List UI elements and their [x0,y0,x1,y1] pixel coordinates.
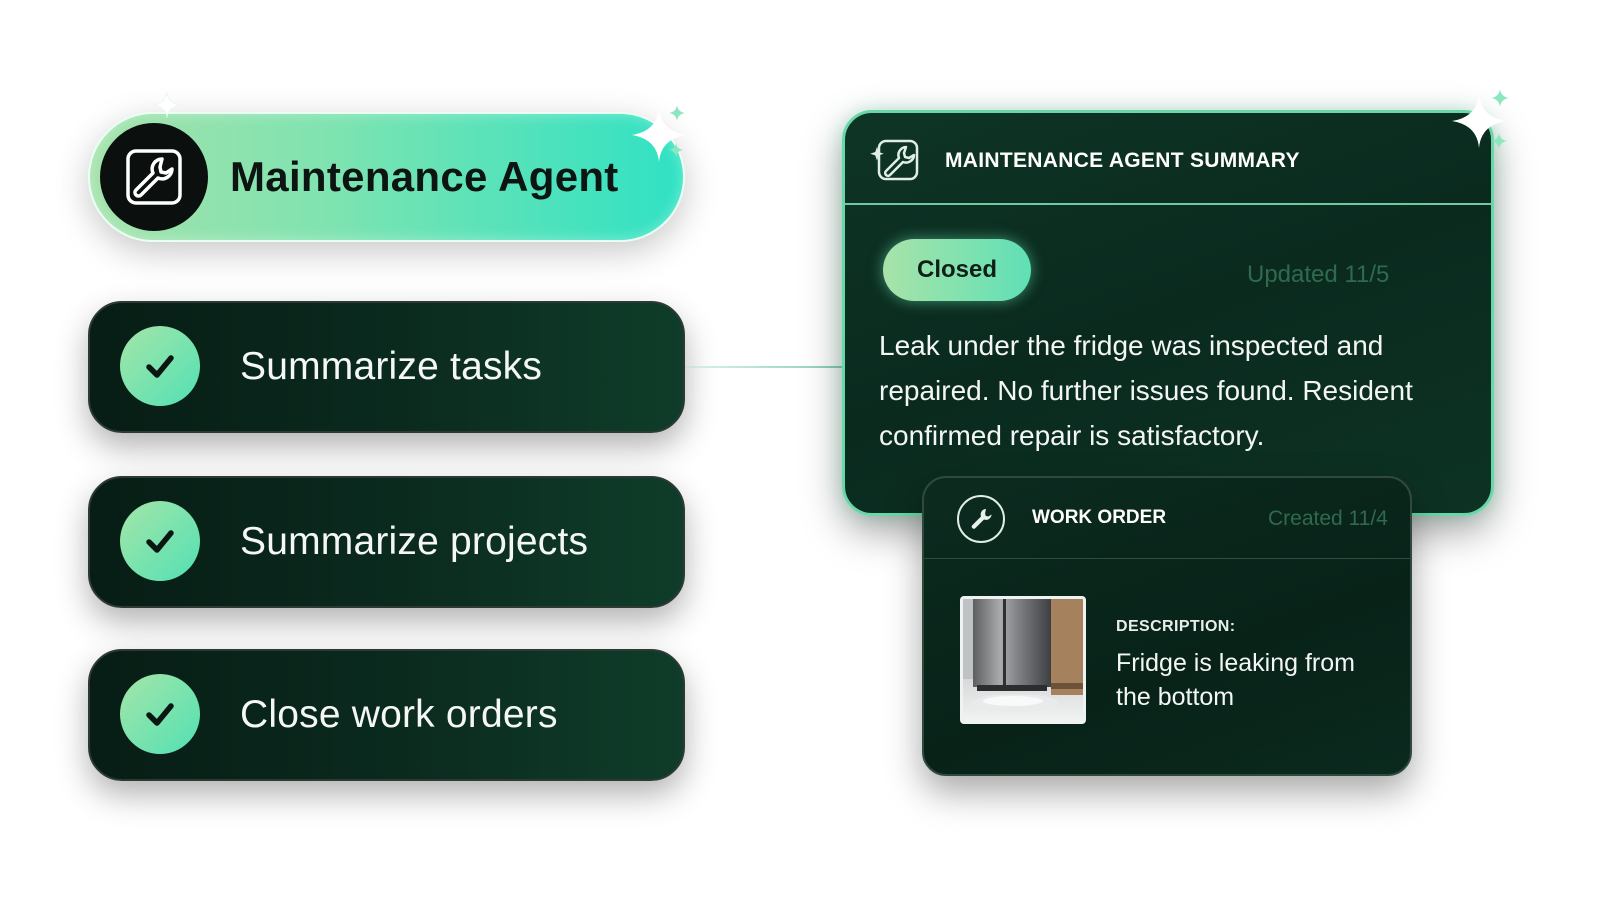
task-close-work-orders[interactable]: Close work orders [88,649,685,781]
description-text: Fridge is leaking from the bottom [1116,649,1355,711]
sparkle-icon [669,105,685,121]
summary-header: MAINTENANCE AGENT SUMMARY [845,113,1491,205]
agent-title: Maintenance Agent [230,153,619,200]
agent-pill[interactable]: Maintenance Agent [88,112,685,242]
agent-icon-badge [100,123,208,231]
summary-body: Leak under the fridge was inspected and … [879,330,1413,451]
wrench-sparkle-icon [870,139,919,181]
sparkle-icon [668,142,684,158]
check-icon [146,355,174,378]
summary-title: MAINTENANCE AGENT SUMMARY [945,149,1300,172]
task-label: Summarize projects [240,520,589,563]
sparkle-icon [1452,94,1506,148]
updated-timestamp: Updated 11/5 [1247,261,1390,288]
wrench-badge [957,495,1005,543]
check-badge [120,501,200,581]
sparkle-icon [153,91,181,119]
work-order-card[interactable]: WORK ORDER Created 11/4 [922,476,1412,776]
check-icon [146,530,174,553]
check-badge [120,674,200,754]
check-badge [120,326,200,406]
sparkle-icon [1491,89,1509,107]
description-label: DESCRIPTION: [1116,618,1236,635]
sparkle-icon [632,108,686,162]
work-order-title: WORK ORDER [1032,507,1167,528]
work-order-header: WORK ORDER Created 11/4 [924,478,1410,559]
task-summarize-projects[interactable]: Summarize projects [88,476,685,608]
fridge-photo[interactable] [960,596,1086,724]
task-label: Summarize tasks [240,345,543,388]
status-badge: Closed [883,239,1031,301]
task-label: Close work orders [240,693,558,736]
wrench-edit-icon [126,149,182,205]
sparkle-icon [1491,133,1507,149]
summary-card: MAINTENANCE AGENT SUMMARY Closed Updated… [842,110,1494,516]
wrench-icon [971,509,992,529]
connector-line [685,366,845,368]
task-summarize-tasks[interactable]: Summarize tasks [88,301,685,433]
created-timestamp: Created 11/4 [1268,507,1388,530]
check-icon [146,703,174,726]
fridge-image [963,599,1083,721]
